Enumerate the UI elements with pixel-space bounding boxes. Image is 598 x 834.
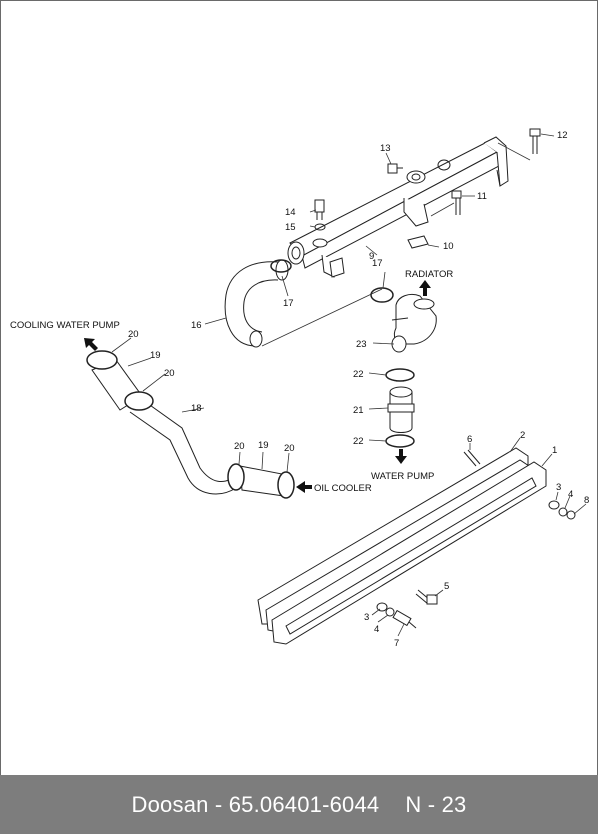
clip-10	[407, 235, 429, 249]
callout-6: 6	[467, 434, 472, 445]
callout-1: 1	[552, 445, 557, 456]
callout-20-d: 20	[284, 443, 295, 454]
callout-23: 23	[356, 339, 367, 350]
clamp-20-d	[277, 471, 295, 499]
callout-4-left: 4	[374, 624, 379, 635]
flow-captions: RADIATOR WATER PUMP COOLING WATER PUMP O…	[10, 269, 453, 494]
arrow-water-pump	[395, 449, 407, 464]
water-manifold	[287, 136, 509, 278]
thermostat-housing-23	[391, 293, 437, 353]
callout-21: 21	[353, 405, 364, 416]
callout-19-upper: 19	[150, 350, 161, 361]
footer-bar: Doosan - 65.06401-6044 N - 23	[0, 775, 598, 834]
stud-6	[463, 449, 481, 467]
arrow-cooling-water-pump	[84, 338, 98, 351]
arrow-radiator	[419, 280, 431, 296]
bolt-5	[415, 589, 438, 605]
callout-16: 16	[191, 320, 202, 331]
callout-7: 7	[394, 638, 399, 649]
callout-4-right: 4	[568, 489, 573, 500]
caption-radiator: RADIATOR	[405, 269, 453, 280]
fitting-7	[392, 609, 417, 629]
clamp-20-c	[227, 463, 245, 491]
callout-3-left: 3	[364, 612, 369, 623]
callout-15: 15	[285, 222, 296, 233]
cover-1	[271, 461, 547, 645]
callout-17-lower: 17	[372, 258, 383, 269]
caption-cooling-water-pump: COOLING WATER PUMP	[10, 320, 120, 331]
washer-4-left	[385, 607, 395, 617]
callout-2: 2	[520, 430, 525, 441]
callout-20-b: 20	[164, 368, 175, 379]
callout-12: 12	[557, 130, 568, 141]
hose-16	[224, 259, 289, 348]
callout-9: 9	[369, 251, 374, 262]
callout-labels: 1 2 3 4 8 6 5 3 4 7 9 10 11 12 13 14 15 …	[128, 130, 589, 649]
callout-17-upper: 17	[283, 298, 294, 309]
caption-water-pump: WATER PUMP	[371, 471, 434, 482]
caption-oil-cooler: OIL COOLER	[314, 483, 372, 494]
bolt-12	[529, 128, 541, 154]
arrow-oil-cooler	[296, 481, 312, 493]
clamp-17-lower	[370, 287, 394, 303]
pipe-21	[387, 386, 415, 433]
callout-14: 14	[285, 207, 296, 218]
parts-diagram: 1 2 3 4 8 6 5 3 4 7 9 10 11 12 13 14 15 …	[10, 128, 589, 649]
plug-13	[387, 163, 403, 174]
page-number-label: N - 23	[405, 791, 467, 817]
callout-3-right: 3	[556, 482, 561, 493]
callout-8: 8	[584, 495, 589, 506]
callout-13: 13	[380, 143, 391, 154]
callout-22-upper: 22	[353, 369, 364, 380]
callout-22-lower: 22	[353, 436, 364, 447]
washer-3-right	[548, 500, 560, 510]
hose-19-lower	[239, 465, 285, 497]
part-number-label: Doosan - 65.06401-6044	[131, 791, 380, 817]
callout-18: 18	[191, 403, 202, 414]
callout-20-c: 20	[234, 441, 245, 452]
leader-lines	[111, 133, 587, 637]
callout-11: 11	[477, 191, 487, 202]
clamp-22-lower	[385, 434, 415, 448]
callout-10: 10	[443, 241, 454, 252]
nipple-14	[314, 199, 325, 220]
callout-19-lower: 19	[258, 440, 269, 451]
clamp-20-a	[86, 350, 118, 370]
washer-4-right	[558, 507, 568, 517]
clamp-20-b	[124, 391, 154, 411]
callout-5: 5	[444, 581, 449, 592]
clamp-22-upper	[385, 368, 415, 382]
diagram-frame	[0, 0, 598, 776]
nut-8	[566, 510, 576, 520]
bolt-11	[451, 190, 462, 215]
pipe-18	[129, 397, 241, 495]
clamp-17-upper	[270, 259, 292, 273]
callout-20-a: 20	[128, 329, 139, 340]
